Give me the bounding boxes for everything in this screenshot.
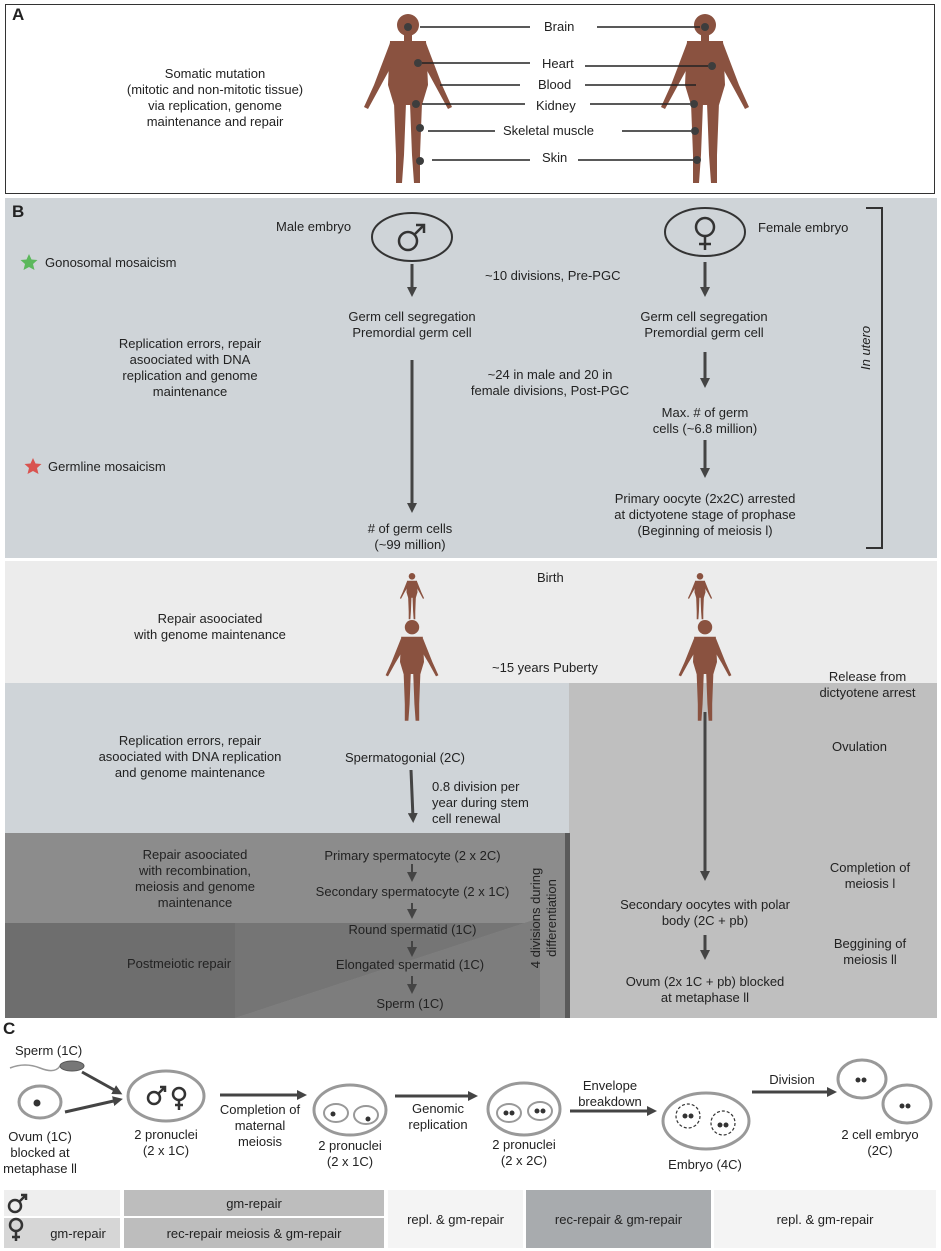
sperm-cell-icon [9,1060,85,1072]
division-label: Division [769,1072,815,1087]
green-star-icon [20,254,38,270]
pronuclei-2-label: 2 pronuclei (2 x 1C) [318,1138,382,1169]
pronuclei-1-label: 2 pronuclei (2 x 1C) [134,1127,198,1158]
embryo-4c-label: Embryo (4C) [668,1157,742,1172]
somatic-mutation-text: Somatic mutation (mitotic and non-mitoti… [126,66,304,129]
sperm-label-c: Sperm (1C) [15,1043,83,1058]
ovum-blocked-label: Ovum (2x 1C + pb) blocked at metaphase l… [625,974,785,1005]
panel-b-graphics [20,207,883,994]
tissue-skin: Skin [542,150,568,165]
repair-genome-text: Repair asoociated with genome maintenanc… [134,611,286,642]
completion-meiosis-1-label: Completion of meiosis l [829,860,911,891]
tissue-brain: Brain [544,19,575,34]
spermatogonial-label: Spermatogonial (2C) [345,750,465,765]
sperm-label-b: Sperm (1C) [376,996,444,1011]
primary-spermatocyte-label: Primary spermatocyte (2 x 2C) [324,848,501,863]
germline-mosaicism-label: Germline mosaicism [48,459,166,474]
release-dictyotene-label: Release from dictyotene arrest [819,669,916,700]
female-symbol-cell [4,1218,120,1248]
in-utero-bracket [866,207,883,549]
pronuclei-3-label: 2 pronuclei (2 x 2C) [492,1137,556,1168]
male-germ-cell-count: # of germ cells (~99 million) [367,521,453,552]
female-embryo-symbol [664,207,746,257]
ovum-cell-icon [17,1084,63,1120]
panel-b-birth-bg [5,561,937,683]
male-embryo-label: Male embryo [276,219,352,234]
round-spermatid-label: Round spermatid (1C) [348,922,477,937]
gonosomal-mosaicism-label: Gonosomal mosaicism [45,255,177,270]
tissue-skeletal-muscle: Skeletal muscle [503,123,595,138]
panel-b-male-puberty-bg [5,683,569,833]
panel-a-figures [364,14,749,183]
tissue-blood: Blood [538,77,572,92]
repl-gm-repair-cell-1: repl. & gm-repair [388,1190,523,1248]
beginning-meiosis-2-label: Beggining of meiosis ll [833,936,907,967]
panel-a-frame [5,4,935,194]
tissue-kidney: Kidney [536,98,576,113]
genomic-replication-label: Genomic replication [408,1101,468,1132]
rec-repair-meiosis-cell: rec-repair meiosis & gm-repair [124,1218,384,1248]
envelope-breakdown-label: Envelope breakdown [578,1078,642,1109]
repair-bar-symbols [7,1193,28,1241]
female-symbol-icon [8,1217,24,1241]
elongated-spermatid-label: Elongated spermatid (1C) [335,957,485,972]
max-germ-cells: Max. # of germ cells (~6.8 million) [652,405,758,436]
repair-recombination-text: Repair asoociated with recombination, me… [135,847,255,910]
completion-maternal-meiosis-label: Completion of maternal meiosis [219,1102,301,1149]
division-rate-label: 0.8 division per year during stem cell r… [432,779,529,826]
repl-gm-repair-cell-2: repl. & gm-repair [714,1190,936,1248]
ovulation-label: Ovulation [832,739,887,754]
panel-c-label: C [3,1019,16,1038]
red-star-icon [24,458,42,474]
panel-b-in-utero-bg [5,198,937,558]
pre-pgc-divisions: ~10 divisions, Pre-PGC [485,268,621,283]
puberty-label: ~15 years Puberty [492,660,598,675]
panel-b-postmeiotic-shading [5,833,570,1018]
male-gm-repair-cell: gm-repair [124,1190,384,1216]
secondary-oocytes-label: Secondary oocytes with polar body (2C + … [620,897,790,928]
two-cell-embryo-label: 2 cell embryo (2C) [841,1127,919,1158]
replication-errors-text-1: Replication errors, repair asoociated wi… [118,336,262,399]
primary-oocyte-label: Primary oocyte (2x2C) arrested at dictyo… [614,491,796,538]
tissue-heart: Heart [542,56,574,71]
female-gm-repair-cell: gm-repair [50,1225,106,1241]
panel-a-label: A [12,5,25,24]
panel-b-label: B [12,202,25,221]
male-embryo-symbol [371,212,453,262]
male-symbol-icon [7,1193,28,1214]
secondary-spermatocyte-label: Secondary spermatocyte (2 x 1C) [315,884,510,899]
female-germ-segregation: Germ cell segregation Premordial germ ce… [640,309,768,340]
rec-gm-repair-cell: rec-repair & gm-repair [526,1190,711,1248]
replication-errors-text-2: Replication errors, repair asoociated wi… [98,733,282,780]
panel-b-female-late-bg [569,683,937,1018]
ovum-label-c: Ovum (1C) blocked at metaphase ll [3,1129,77,1176]
post-pgc-divisions: ~24 in male and 20 in female divisions, … [470,367,630,398]
male-germ-segregation: Germ cell segregation Premordial germ ce… [348,309,476,340]
birth-label: Birth [537,570,564,585]
postmeiotic-repair-label: Postmeiotic repair [127,956,232,971]
female-embryo-label: Female embryo [758,220,849,235]
